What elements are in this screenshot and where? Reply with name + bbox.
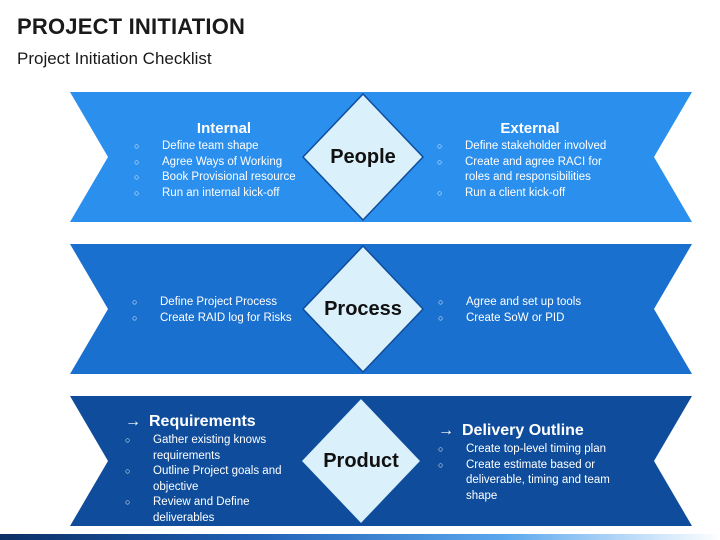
list-item: ○Run a client kick-off <box>437 186 627 202</box>
internal-list: ○Define team shape ○Agree Ways of Workin… <box>134 139 314 201</box>
internal-heading: Internal <box>196 120 252 137</box>
bullet-icon: ○ <box>438 297 444 307</box>
list-item-continuation: deliverable, timing and team <box>466 474 610 486</box>
bullet-icon: ○ <box>438 312 444 323</box>
bullet-icon: ○ <box>437 187 443 198</box>
bullet-icon: ○ <box>132 312 138 323</box>
bullet-icon: ○ <box>437 156 443 167</box>
bullet-icon: ○ <box>134 141 140 151</box>
list-item: ○Review and Define deliverables <box>125 496 250 524</box>
process-band-shape <box>70 244 692 374</box>
list-item: ○Agree and set up tools <box>438 295 628 311</box>
internal-column: Internal ○Define team shape ○Agree Ways … <box>134 120 314 201</box>
list-item: ○Define stakeholder involved <box>437 139 627 155</box>
page-title: PROJECT INITIATION <box>17 14 246 39</box>
list-item: ○Book Provisional resource <box>134 170 314 186</box>
delivery-outline-heading: → Delivery Outline <box>438 422 584 439</box>
bullet-icon: ○ <box>438 444 444 454</box>
external-heading: External <box>500 120 560 137</box>
list-item: ○Create SoW or PID <box>438 311 628 327</box>
external-list: ○Define stakeholder involved ○Create and… <box>437 139 627 201</box>
list-item: ○Run an internal kick-off <box>134 186 314 202</box>
list-item: ○Create RAID log for Risks <box>132 311 312 327</box>
bullet-icon: ○ <box>125 435 131 445</box>
list-item-continuation: roles and responsibilities <box>465 171 591 183</box>
bottom-accent-bar <box>0 534 720 540</box>
people-diamond-shape <box>301 92 425 222</box>
bullet-icon: ○ <box>134 187 140 198</box>
process-right-list: ○Agree and set up tools ○Create SoW or P… <box>438 295 628 326</box>
list-item-continuation: requirements <box>153 449 221 462</box>
list-item: ○Define team shape <box>134 139 314 155</box>
people-diamond-label: People <box>330 145 396 168</box>
people-band: People Internal ○Define team shape ○Agre… <box>0 90 720 224</box>
bullet-icon: ○ <box>132 297 138 307</box>
delivery-outline-column: → Delivery Outline ○Create top-level tim… <box>438 422 628 504</box>
external-column: External ○Define stakeholder involved ○C… <box>437 120 627 201</box>
process-band: Process ○Define Project Process ○Create … <box>0 242 720 376</box>
product-band: Product → Requirements ○Gather existing … <box>0 394 720 528</box>
people-band-shape <box>70 92 692 222</box>
process-diamond-label: Process <box>324 297 402 320</box>
list-item-continuation: shape <box>466 489 498 502</box>
bullet-icon: ○ <box>125 497 131 507</box>
arrow-right-icon: → <box>125 413 141 430</box>
bullet-icon: ○ <box>437 141 443 151</box>
bullet-icon: ○ <box>438 459 444 470</box>
bullet-icon: ○ <box>134 156 140 167</box>
requirements-heading: → Requirements <box>125 413 256 430</box>
list-item: ○Define Project Process <box>132 295 312 311</box>
product-band-shape <box>70 396 692 526</box>
product-diamond-shape <box>299 396 423 526</box>
arrow-right-icon: → <box>438 422 454 439</box>
process-diamond-shape <box>301 244 425 374</box>
process-left-list: ○Define Project Process ○Create RAID log… <box>132 295 312 326</box>
list-item: ○Agree Ways of Working <box>134 155 314 171</box>
delivery-outline-list: ○Create top-level timing plan ○Create es… <box>438 442 628 504</box>
process-left-column: ○Define Project Process ○Create RAID log… <box>132 295 312 326</box>
bullet-icon: ○ <box>125 466 131 476</box>
product-diamond-label: Product <box>323 449 399 472</box>
list-item: ○Create top-level timing plan <box>438 442 628 458</box>
page-subtitle: Project Initiation Checklist <box>17 49 212 68</box>
process-right-column: ○Agree and set up tools ○Create SoW or P… <box>438 295 628 326</box>
list-item-continuation: objective <box>153 480 199 493</box>
bullet-icon: ○ <box>134 172 140 182</box>
